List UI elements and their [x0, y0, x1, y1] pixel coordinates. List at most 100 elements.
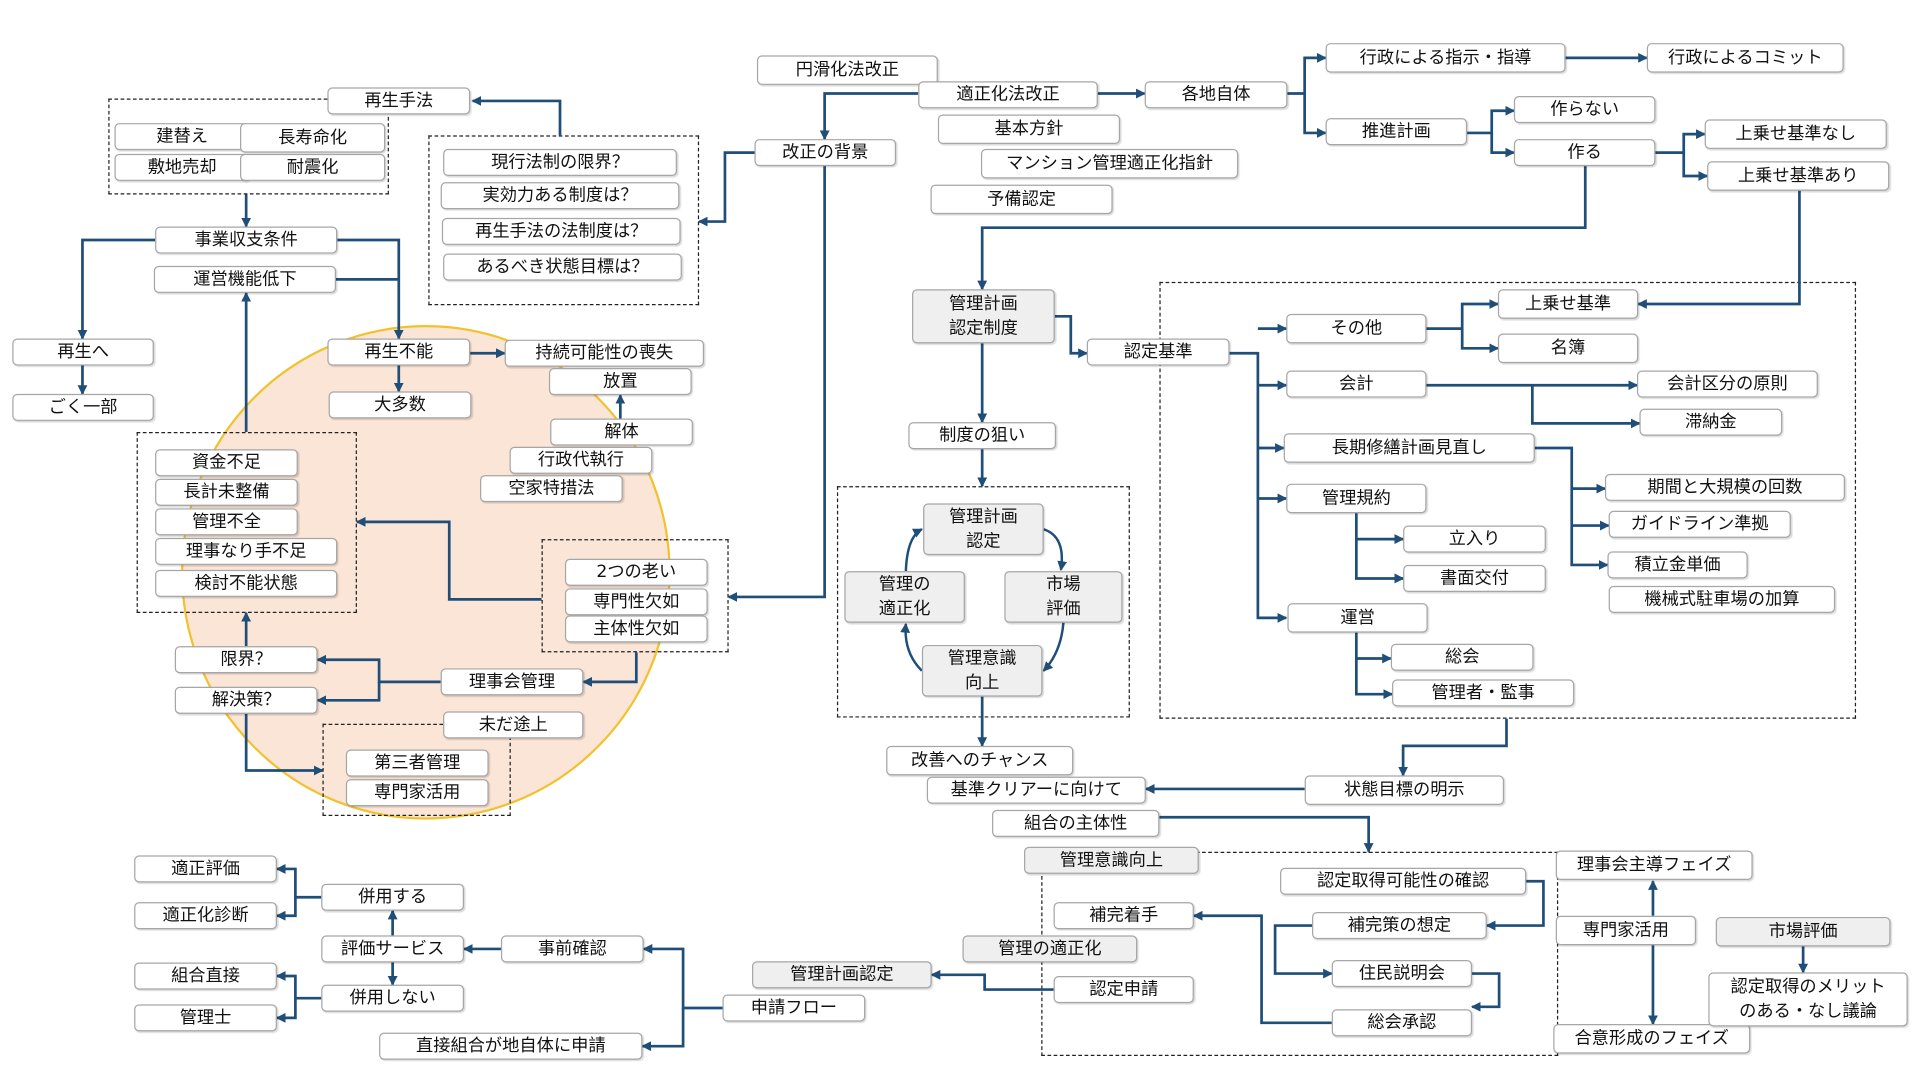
- node-gokuichibu[interactable]: ごく一部: [12, 393, 154, 421]
- node-shikin-busoku[interactable]: 資金不足: [155, 449, 298, 477]
- node-saisei-funo[interactable]: 再生不能: [327, 338, 471, 366]
- node-tsumitate[interactable]: 積立金単価: [1607, 551, 1748, 579]
- node-jizoku-soshitsu[interactable]: 持続可能性の喪失: [504, 339, 705, 367]
- node-akiya[interactable]: 空家特措法: [480, 475, 623, 503]
- node-tachiiri[interactable]: 立入り: [1403, 525, 1546, 553]
- node-kanri-tekisei[interactable]: 管理の適正化: [962, 935, 1138, 963]
- node-yobi-nintei[interactable]: 予備認定: [930, 184, 1113, 215]
- node-heiyo-shinai[interactable]: 併用しない: [321, 984, 465, 1012]
- node-shomen[interactable]: 書面交付: [1403, 564, 1546, 593]
- node-rijikai-kanri[interactable]: 理事会管理: [440, 668, 584, 696]
- node-jizen-kakunin[interactable]: 事前確認: [500, 935, 644, 963]
- node-kaikei[interactable]: 会計: [1286, 370, 1427, 398]
- node-cyc-shijo[interactable]: 市場 評価: [1004, 571, 1123, 623]
- node-saisei-he[interactable]: 再生へ: [12, 338, 154, 366]
- node-shinsei-flow[interactable]: 申請フロー: [722, 994, 866, 1022]
- node-futatsu-oi[interactable]: 2つの老い: [564, 558, 708, 586]
- node-cyc-nintei[interactable]: 管理計画 認定: [923, 503, 1044, 556]
- node-jumin-setsumei[interactable]: 住民説明会: [1331, 960, 1473, 988]
- node-cyc-ishiki[interactable]: 管理意識 向上: [921, 644, 1043, 697]
- node-tekiseika-kaisei[interactable]: 適正化法改正: [918, 81, 1098, 109]
- node-kumiai-shutai[interactable]: 組合の主体性: [992, 809, 1160, 837]
- node-uwanose-ari[interactable]: 上乗せ基準あり: [1707, 161, 1890, 191]
- node-kento-funo[interactable]: 検討不能状態: [155, 569, 338, 597]
- node-rijinarite[interactable]: 理事なり手不足: [155, 537, 338, 565]
- node-nintei-seido[interactable]: 管理計画 認定制度: [912, 289, 1055, 344]
- node-nintei-shinsei[interactable]: 認定申請: [1053, 976, 1194, 1004]
- node-tsukuru[interactable]: 作る: [1513, 139, 1656, 167]
- node-unei[interactable]: 運営: [1287, 603, 1428, 633]
- node-kanri-ishiki[interactable]: 管理意識向上: [1024, 846, 1199, 874]
- node-sokai[interactable]: 総会: [1390, 643, 1534, 671]
- node-senmonka-1[interactable]: 専門家活用: [345, 779, 489, 807]
- node-senmonka-2[interactable]: 専門家活用: [1555, 915, 1697, 946]
- node-cyc-tekisei[interactable]: 管理の 適正化: [844, 571, 965, 623]
- node-q-jikkoryoku[interactable]: 実効力ある制度は？: [440, 182, 680, 210]
- node-daishikko[interactable]: 行政代執行: [509, 446, 653, 474]
- node-kumiai-chokusetsu[interactable]: 組合直接: [134, 962, 277, 990]
- node-kaiketsu-q[interactable]: 解決策？: [174, 686, 318, 714]
- node-q-hoseido[interactable]: 再生手法の法制度は？: [441, 217, 681, 245]
- node-kanri-fuzen[interactable]: 管理不全: [155, 508, 298, 536]
- node-hyoka-service[interactable]: 評価サービス: [321, 935, 465, 963]
- node-uwanose-nashi[interactable]: 上乗せ基準なし: [1704, 119, 1887, 149]
- node-saisei-shuho[interactable]: 再生手法: [327, 87, 471, 115]
- node-tainou[interactable]: 滞納金: [1639, 408, 1783, 436]
- node-choki-shuzen[interactable]: 長期修繕計画見直し: [1283, 433, 1535, 463]
- node-merit-giron[interactable]: 認定取得のメリット のある・なし議論: [1708, 972, 1908, 1027]
- node-kanousei-kakunin[interactable]: 認定取得可能性の確認: [1280, 867, 1527, 895]
- node-q-genkai[interactable]: 現行法制の限界？: [443, 148, 677, 177]
- node-daisansha[interactable]: 第三者管理: [345, 749, 489, 777]
- node-hokan-chakushu[interactable]: 補完着手: [1053, 902, 1194, 930]
- node-guideline[interactable]: ガイドライン準拠: [1608, 510, 1791, 538]
- node-shutai-ketsujo[interactable]: 主体性欠如: [564, 615, 708, 643]
- node-tekiseika-shindan[interactable]: 適正化診断: [134, 902, 277, 930]
- node-tekisei-hyoka[interactable]: 適正評価: [134, 855, 277, 883]
- node-seido-nerai[interactable]: 制度の狙い: [908, 422, 1057, 450]
- node-rijikai-phase[interactable]: 理事会主導フェイズ: [1555, 850, 1753, 881]
- node-goi-phase[interactable]: 合意形成のフェイズ: [1553, 1024, 1751, 1054]
- node-kanrisha-kanji[interactable]: 管理者・監事: [1392, 679, 1575, 707]
- node-q-joutai[interactable]: あるべき状態目標は？: [443, 253, 682, 281]
- node-kaisei-haikei[interactable]: 改正の背景: [754, 139, 897, 167]
- node-tatekae[interactable]: 建替え: [114, 123, 250, 151]
- node-tsukuranai[interactable]: 作らない: [1513, 96, 1656, 124]
- node-taishinka[interactable]: 耐震化: [240, 153, 386, 181]
- node-nintei-kijun[interactable]: 認定基準: [1086, 338, 1230, 366]
- node-taтasu[interactable]: 大多数: [328, 391, 472, 419]
- node-shikichi-baikyaku[interactable]: 敷地売却: [114, 153, 250, 181]
- node-kihon-hoshin[interactable]: 基本方針: [937, 114, 1121, 145]
- node-sokai-shonin[interactable]: 総会承認: [1331, 1009, 1473, 1037]
- node-sonota[interactable]: その他: [1286, 313, 1427, 344]
- node-gyosei-commit[interactable]: 行政によるコミット: [1646, 43, 1844, 73]
- node-kaizen-chance[interactable]: 改善へのチャンス: [886, 745, 1074, 776]
- node-heiyo-suru[interactable]: 併用する: [321, 883, 465, 911]
- node-joutai-meiji[interactable]: 状態目標の明示: [1304, 775, 1505, 805]
- node-genkai-q[interactable]: 限界？: [174, 646, 318, 674]
- node-gyosei-shiji[interactable]: 行政による指示・指導: [1325, 43, 1566, 73]
- node-hochi[interactable]: 放置: [548, 368, 692, 396]
- node-kanri-kiyaku[interactable]: 管理規約: [1286, 483, 1427, 514]
- node-kikan-kaisu[interactable]: 期間と大規模の回数: [1604, 473, 1845, 501]
- node-chokei-mi[interactable]: 長計未整備: [155, 478, 298, 506]
- node-shishin[interactable]: マンション管理適正化指針: [980, 148, 1239, 179]
- node-hokan-sotei[interactable]: 補完策の想定: [1312, 912, 1487, 940]
- node-kaitai[interactable]: 解体: [550, 418, 693, 446]
- node-jigyo-shushi[interactable]: 事業収支条件: [155, 226, 338, 254]
- node-kikaishiki[interactable]: 機械式駐車場の加算: [1608, 585, 1836, 613]
- node-uwanose-kijun[interactable]: 上乗せ基準: [1497, 289, 1639, 319]
- node-kakuchi[interactable]: 各地自体: [1144, 81, 1288, 109]
- node-chokusetsu-shinsei[interactable]: 直接組合が地自体に申請: [379, 1032, 643, 1060]
- node-kaikei-kubun[interactable]: 会計区分の原則: [1636, 370, 1818, 398]
- node-shijo-hyoka[interactable]: 市場評価: [1715, 916, 1891, 947]
- node-senmon-ketsujo[interactable]: 専門性欠如: [564, 588, 708, 616]
- node-unei-teika[interactable]: 運営機能低下: [153, 265, 337, 293]
- node-kanrishi[interactable]: 管理士: [134, 1004, 277, 1032]
- node-kanri-keikaku-nintei-2[interactable]: 管理計画認定: [752, 961, 932, 989]
- node-enkatsuka[interactable]: 円滑化法改正: [756, 55, 938, 85]
- node-suishin[interactable]: 推進計画: [1325, 118, 1468, 146]
- node-imada-tojo[interactable]: 未だ途上: [443, 711, 584, 739]
- node-chojumyoka[interactable]: 長寿命化: [240, 123, 386, 153]
- node-meibo[interactable]: 名簿: [1497, 333, 1639, 364]
- node-kijun-clear[interactable]: 基準クリアーに向けて: [926, 776, 1146, 804]
